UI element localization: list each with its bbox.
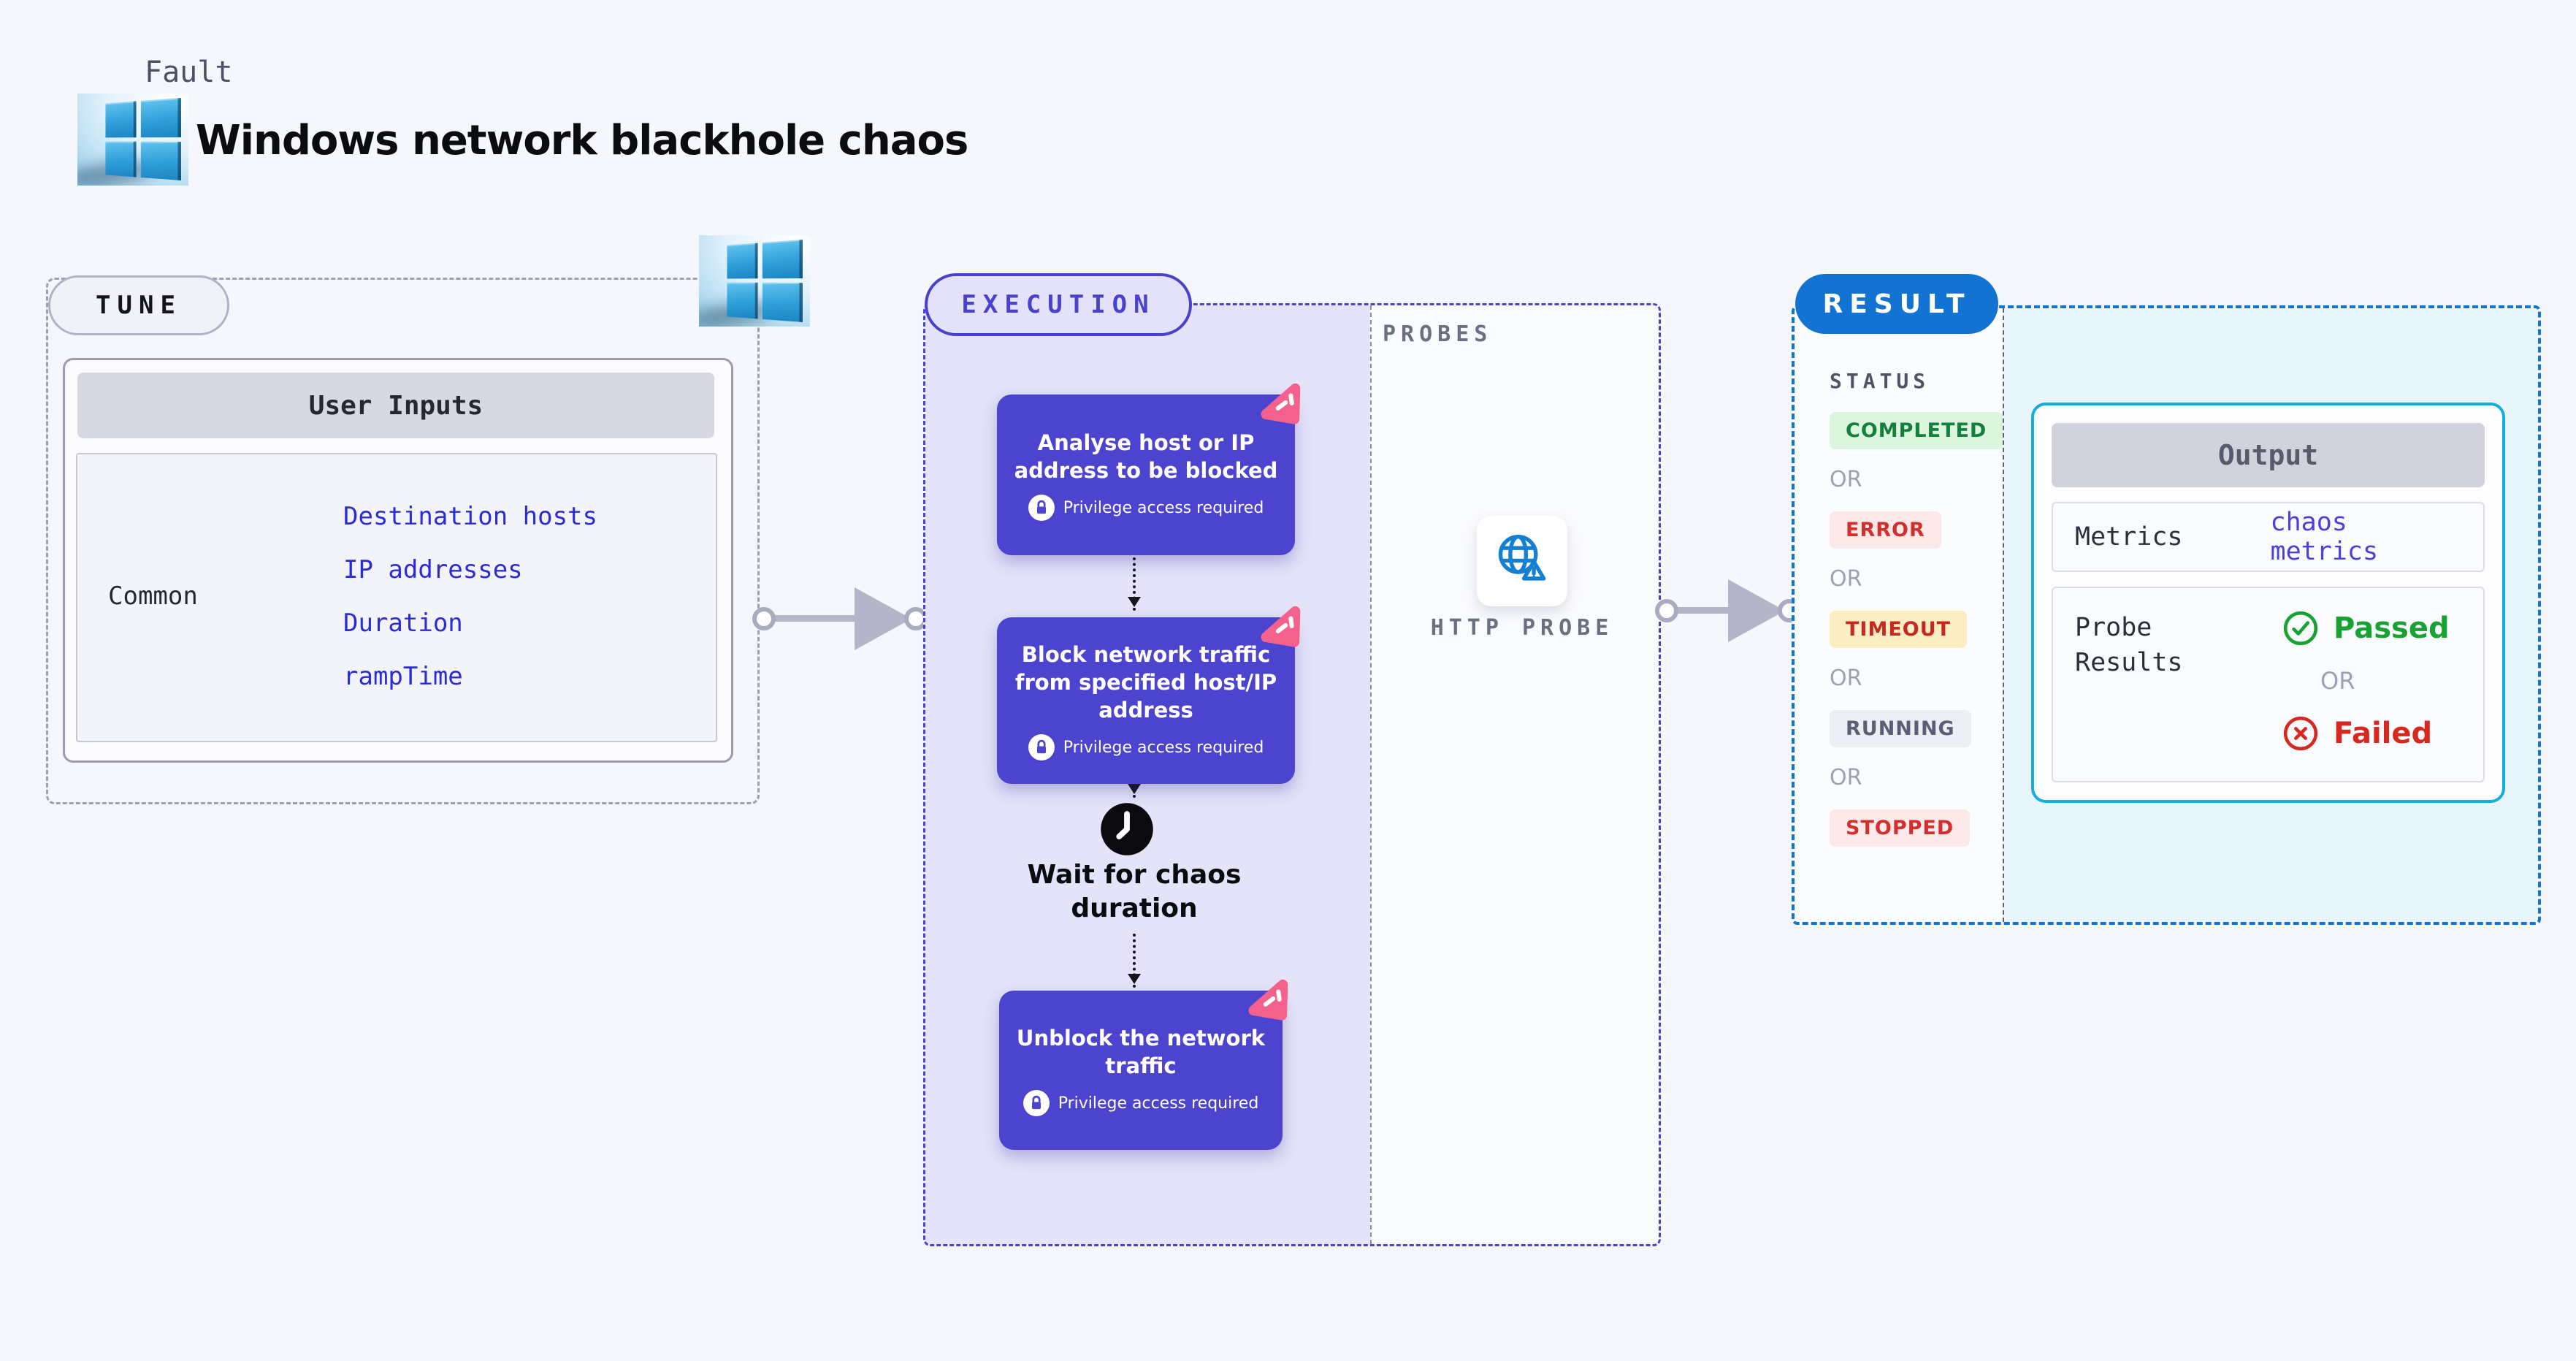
or-separator: OR bbox=[2320, 667, 2355, 695]
metrics-row: Metrics chaos metrics bbox=[2052, 502, 2485, 572]
privilege-text: Privilege access required bbox=[1063, 738, 1264, 757]
http-probe-label: HTTP PROBE bbox=[1430, 615, 1614, 641]
chaos-icon bbox=[1237, 968, 1298, 1029]
privilege-badge: Privilege access required bbox=[1028, 495, 1264, 521]
probes-label: PROBES bbox=[1383, 321, 1493, 347]
tunable-links: Destination hosts IP addresses Duration … bbox=[343, 453, 597, 739]
chaos-icon bbox=[1249, 372, 1310, 433]
status-heading: STATUS bbox=[1830, 369, 1930, 393]
tune-pill: TUNE bbox=[48, 275, 229, 335]
user-inputs-body bbox=[76, 453, 717, 742]
step-block-traffic[interactable]: Block network traffic from specified hos… bbox=[997, 606, 1301, 784]
status-badge: STOPPED bbox=[1830, 809, 1971, 847]
probes-to-result-arrow bbox=[1655, 573, 1801, 647]
x-circle-icon bbox=[2283, 716, 2318, 751]
or-separator: OR bbox=[1830, 467, 1862, 492]
wait-step-label: Wait for chaos duration bbox=[1027, 860, 1242, 923]
step-analyse-host[interactable]: Analyse host or IP address to be blocked… bbox=[997, 383, 1301, 555]
metrics-label: Metrics bbox=[2075, 522, 2183, 552]
lock-icon bbox=[1028, 734, 1055, 760]
privilege-text: Privilege access required bbox=[1058, 1094, 1259, 1113]
http-probe-card[interactable] bbox=[1477, 516, 1567, 606]
status-badge: TIMEOUT bbox=[1830, 611, 1968, 648]
result-pill: RESULT bbox=[1795, 274, 1998, 334]
link-ramptime[interactable]: rampTime bbox=[343, 661, 463, 691]
probes-divider bbox=[1370, 305, 1372, 1244]
step-unblock-traffic[interactable]: Unblock the network traffic Privilege ac… bbox=[999, 979, 1288, 1150]
status-column: STATUS COMPLETED OR ERROR OR TIMEOUT OR RUNNIN… bbox=[1830, 369, 2003, 847]
privilege-text: Privilege access required bbox=[1063, 498, 1264, 517]
execution-pill: EXECUTION bbox=[925, 273, 1192, 336]
lock-icon bbox=[1023, 1090, 1050, 1116]
result-divider bbox=[2003, 308, 2004, 922]
common-row-label: Common bbox=[108, 582, 198, 611]
or-separator: OR bbox=[1830, 666, 1862, 691]
globe-warning-icon bbox=[1491, 528, 1553, 594]
status-badge: RUNNING bbox=[1830, 710, 1971, 747]
privilege-badge: Privilege access required bbox=[1023, 1090, 1259, 1116]
privilege-badge: Privilege access required bbox=[1028, 734, 1264, 760]
chaos-metrics-link[interactable]: chaos metrics bbox=[2270, 508, 2379, 566]
step-title: Block network traffic from specified hos… bbox=[1014, 642, 1277, 723]
or-separator: OR bbox=[1830, 765, 1862, 790]
windows-logo-icon bbox=[77, 94, 188, 186]
clock-icon bbox=[1098, 801, 1155, 858]
flow-arrow bbox=[1128, 541, 1141, 611]
probe-results-label: Probe Results bbox=[2075, 613, 2183, 677]
chaos-icon bbox=[1249, 595, 1310, 656]
lock-icon bbox=[1028, 495, 1055, 521]
probe-results-row: Probe Results Passed OR Failed bbox=[2052, 587, 2485, 782]
output-header: Output bbox=[2052, 423, 2485, 487]
windows-logo-icon bbox=[699, 235, 810, 327]
step-title: Analyse host or IP address to be blocked bbox=[1014, 430, 1278, 483]
link-destination-hosts[interactable]: Destination hosts bbox=[343, 501, 597, 531]
tune-to-execution-arrow bbox=[752, 582, 928, 655]
flow-arrow bbox=[1128, 934, 1141, 988]
passed-result: Passed bbox=[2282, 610, 2450, 647]
check-circle-icon bbox=[2283, 611, 2318, 646]
tune-section bbox=[46, 278, 760, 804]
status-badge: ERROR bbox=[1830, 511, 1941, 549]
fault-kicker: Fault bbox=[145, 56, 233, 89]
failed-result: Failed bbox=[2282, 715, 2450, 752]
step-title: Unblock the network traffic bbox=[1016, 1026, 1266, 1078]
status-badge: COMPLETED bbox=[1830, 412, 2003, 449]
output-card: Output Metrics chaos metrics Probe Resul… bbox=[2031, 403, 2505, 803]
link-ip-addresses[interactable]: IP addresses bbox=[343, 554, 523, 584]
page-title: Windows network blackhole chaos bbox=[196, 117, 968, 164]
link-duration[interactable]: Duration bbox=[343, 608, 463, 638]
user-inputs-header: User Inputs bbox=[77, 373, 714, 438]
or-separator: OR bbox=[1830, 566, 1862, 592]
